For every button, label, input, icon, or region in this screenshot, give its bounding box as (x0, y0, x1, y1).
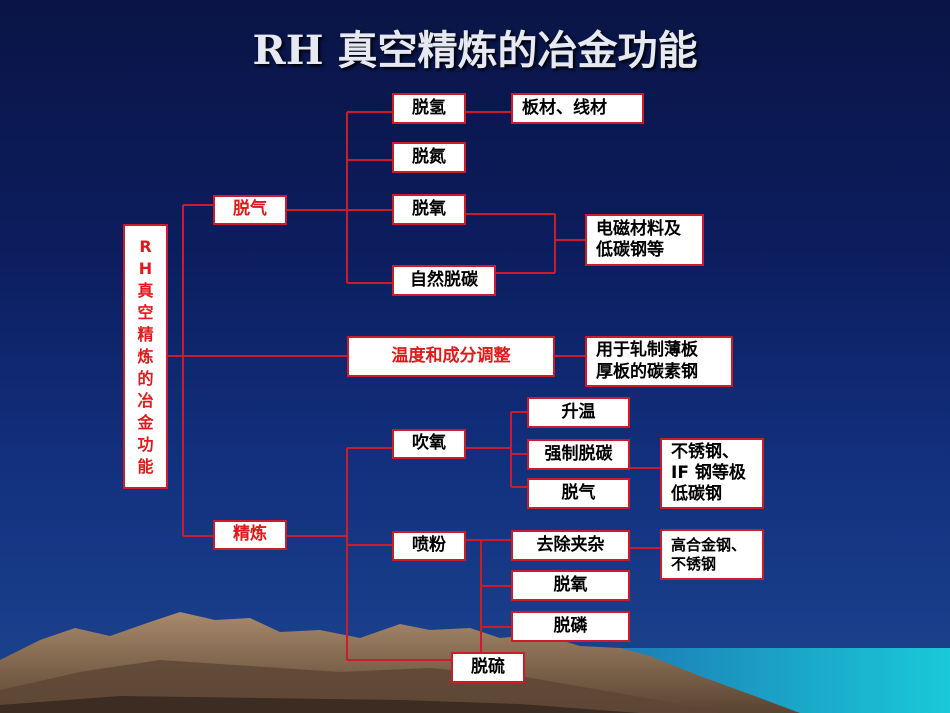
node-desulfurization: 脱硫 (451, 652, 525, 683)
root-char: H (139, 258, 152, 280)
root-char: 冶 (137, 390, 153, 412)
root-char: 的 (137, 368, 153, 390)
root-char: 炼 (137, 346, 153, 368)
node-powder-injection: 喷粉 (392, 531, 466, 561)
root-char: 金 (137, 412, 153, 434)
node-plate-wire: 板材、线材 (511, 93, 644, 124)
node-temperature-composition: 温度和成分调整 (347, 336, 555, 377)
root-char: R (139, 236, 151, 258)
node-carbon-steel-plate: 用于轧制薄板 厚板的碳素钢 (585, 336, 733, 387)
node-oxygen-blowing: 吹氧 (392, 429, 466, 459)
node-dehydrogenation: 脱氢 (392, 93, 466, 124)
root-char: 空 (137, 302, 153, 324)
node-electromagnetic-steel: 电磁材料及 低碳钢等 (585, 214, 704, 266)
node-degassing-2: 脱气 (527, 478, 630, 509)
root-node: R H 真 空 精 炼 的 冶 金 功 能 (123, 224, 168, 489)
node-refining: 精炼 (213, 520, 287, 550)
page-title: RH 真空精炼的冶金功能 (0, 18, 950, 76)
node-dephosphorization: 脱磷 (511, 611, 630, 642)
node-denitrogenation: 脱氮 (392, 142, 466, 173)
root-char: 精 (137, 324, 153, 346)
node-inclusion-removal: 去除夹杂 (511, 530, 630, 561)
node-heating: 升温 (527, 397, 630, 428)
node-degassing: 脱气 (213, 195, 287, 225)
node-deoxidation-2: 脱氧 (511, 570, 630, 601)
root-char: 真 (137, 280, 153, 302)
root-char: 能 (137, 456, 153, 478)
node-deoxidation: 脱氧 (392, 194, 466, 225)
node-high-alloy-steel: 高合金钢、 不锈钢 (660, 529, 764, 580)
node-natural-decarburization: 自然脱碳 (392, 265, 496, 296)
node-ultra-low-carbon-steel: 不锈钢、 IF 钢等极 低碳钢 (660, 438, 764, 509)
node-forced-decarburization: 强制脱碳 (527, 439, 630, 470)
root-char: 功 (137, 434, 153, 456)
